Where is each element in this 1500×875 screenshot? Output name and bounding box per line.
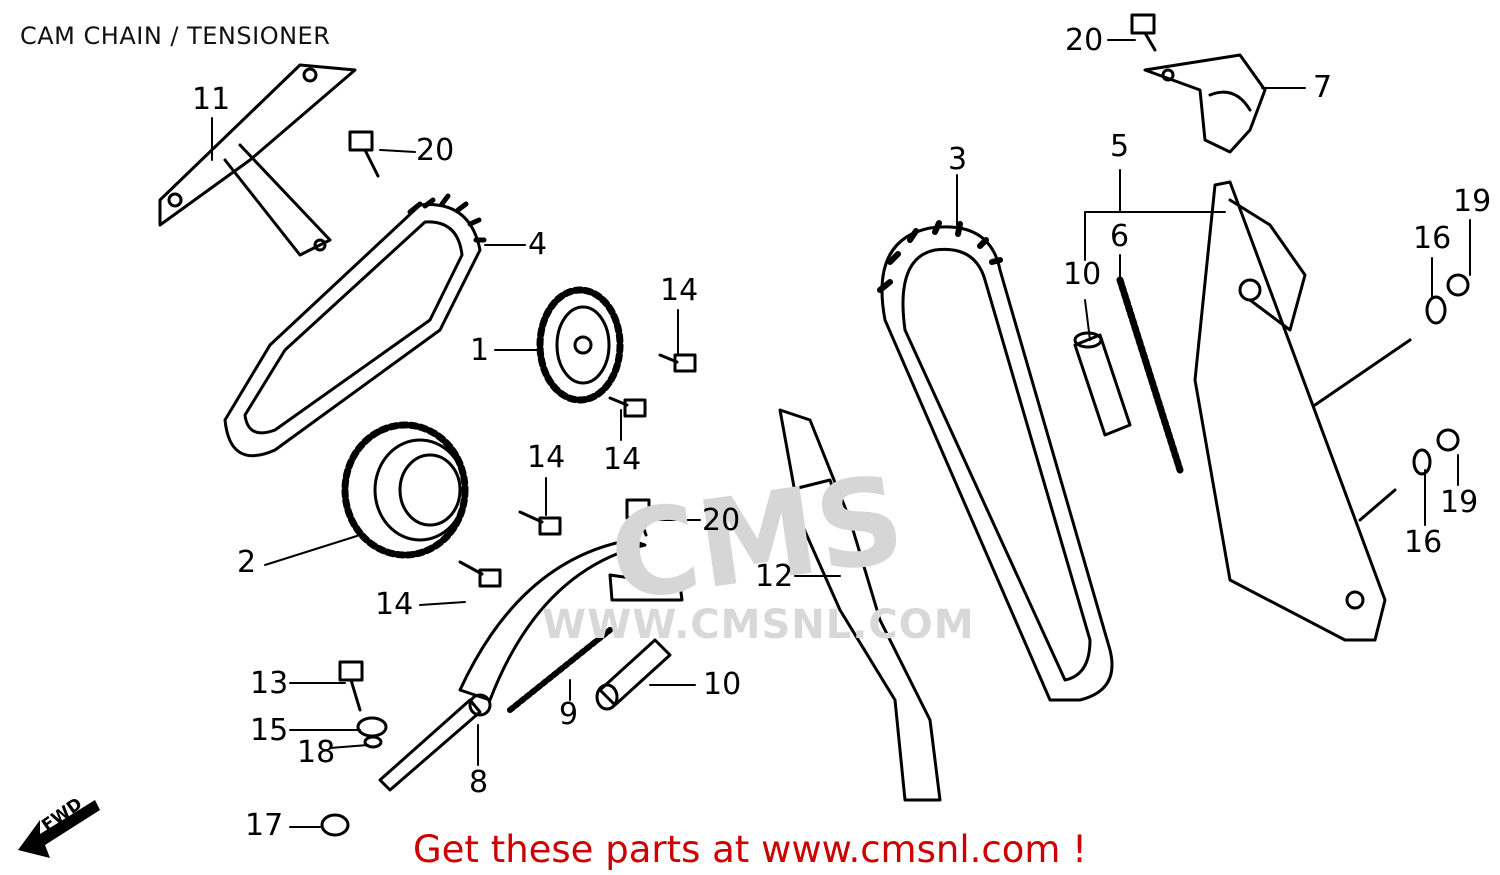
- callout-13: 13: [250, 666, 289, 701]
- nut-19-a: [1446, 273, 1470, 297]
- watermark-url: WWW.CMSNL.COM: [542, 602, 975, 648]
- part-8-tensioner-arm: [378, 538, 684, 792]
- callout-19: 19: [1440, 485, 1479, 520]
- bolt-20-c: [1130, 13, 1157, 52]
- callout-8: 8: [469, 765, 489, 800]
- part-13-bolt: [338, 660, 364, 712]
- callout-14: 14: [375, 587, 414, 622]
- callout-17: 17: [245, 808, 284, 843]
- callout-10: 10: [1063, 257, 1102, 292]
- callout-16: 16: [1413, 221, 1452, 256]
- part-3-cam-chain: [877, 220, 1114, 702]
- part-10-roller-upper: [1073, 331, 1132, 437]
- part-1-sprocket: [536, 286, 624, 404]
- bolt-20-a: [348, 130, 380, 178]
- part-7-bracket: [1143, 53, 1267, 154]
- callout-20: 20: [1065, 23, 1104, 58]
- part-9-spring: [507, 627, 613, 713]
- washer-16-a: [1425, 295, 1447, 325]
- bolt-14-b: [608, 396, 647, 418]
- callout-20: 20: [702, 503, 741, 538]
- callout-3: 3: [948, 142, 968, 177]
- leader-lines: [211, 39, 1471, 828]
- part-5-tensioner-assembly: [1193, 180, 1412, 642]
- part-6-spring: [1116, 276, 1184, 474]
- part-17-plug: [320, 813, 350, 837]
- callout-5: 5: [1110, 129, 1130, 164]
- callout-6: 6: [1110, 219, 1130, 254]
- callout-1: 1: [470, 333, 490, 368]
- callout-18: 18: [297, 735, 336, 770]
- callout-16: 16: [1404, 525, 1443, 560]
- callout-7: 7: [1313, 70, 1333, 105]
- callout-12: 12: [755, 559, 794, 594]
- bolt-14-c: [518, 510, 562, 536]
- nut-19-b: [1436, 428, 1460, 452]
- washer-16-b: [1412, 448, 1432, 476]
- callout-15: 15: [250, 713, 289, 748]
- diagram-title: CAM CHAIN / TENSIONER: [20, 22, 331, 50]
- bolt-14-d: [458, 560, 502, 588]
- part-18-spring-clip: [363, 735, 383, 749]
- part-4-primary-chain: [223, 193, 487, 458]
- footer-link-text[interactable]: Get these parts at www.cmsnl.com !: [412, 828, 1087, 871]
- part-15-washer: [356, 716, 388, 738]
- callout-2: 2: [237, 545, 257, 580]
- part-12-chain-guide: [778, 408, 942, 802]
- callout-11: 11: [192, 82, 231, 117]
- callout-14: 14: [660, 273, 699, 308]
- callout-14: 14: [527, 440, 566, 475]
- part-2-double-sprocket: [341, 421, 469, 559]
- callout-4: 4: [528, 227, 548, 262]
- bolt-20-b: [625, 498, 651, 537]
- callout-19: 19: [1453, 184, 1492, 219]
- fwd-arrow-icon: [18, 800, 100, 858]
- bolt-14-a: [658, 353, 697, 373]
- part-11-upper-guide: [158, 63, 357, 257]
- callout-14: 14: [603, 442, 642, 477]
- callout-9: 9: [559, 697, 579, 732]
- callout-20: 20: [416, 133, 455, 168]
- part-10-roller-lower: [595, 638, 672, 711]
- callout-10: 10: [703, 667, 742, 702]
